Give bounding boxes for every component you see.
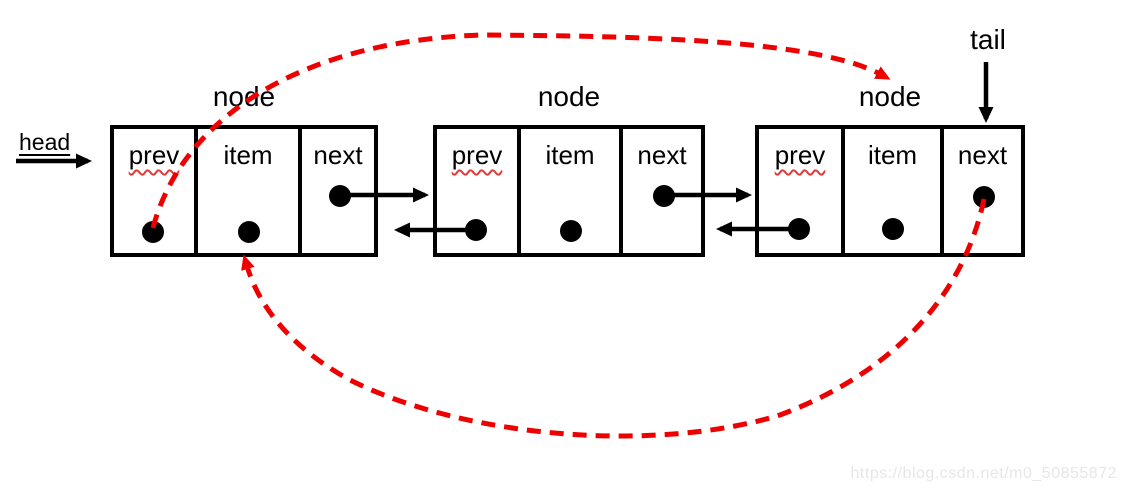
- node1-box: prev item next: [110, 125, 378, 257]
- node2-item-cell: item: [521, 129, 623, 253]
- node1-title: node: [212, 81, 276, 112]
- node2-title: node: [537, 81, 601, 112]
- node3-prev-label: prev: [774, 140, 826, 170]
- head-pointer-label: head: [19, 129, 71, 155]
- node3-next-label: next: [957, 140, 1008, 170]
- node1-next-cell: next: [302, 129, 374, 253]
- node1-item-label: item: [223, 140, 273, 170]
- node2-prev-label: prev: [451, 140, 503, 170]
- node2-prev-cell: prev: [437, 129, 521, 253]
- node2-item-label: item: [545, 140, 595, 170]
- node3-next-cell: next: [944, 129, 1021, 253]
- node2-next-cell: next: [623, 129, 701, 253]
- watermark-url: https://blog.csdn.net/m0_50855872: [850, 465, 1117, 482]
- node3-box: prev item next: [755, 125, 1025, 257]
- node3-item-cell: item: [845, 129, 944, 253]
- node1-item-cell: item: [198, 129, 302, 253]
- tail-pointer-label: tail: [970, 24, 1006, 55]
- node2-next-label: next: [637, 140, 687, 170]
- node3-item-label: item: [867, 140, 918, 170]
- node1-next-label: next: [313, 140, 363, 170]
- node3-title: node: [858, 81, 922, 112]
- node1-prev-label: prev: [128, 140, 180, 170]
- node3-prev-cell: prev: [759, 129, 845, 253]
- node2-box: prev item next: [433, 125, 705, 257]
- node1-prev-cell: prev: [114, 129, 198, 253]
